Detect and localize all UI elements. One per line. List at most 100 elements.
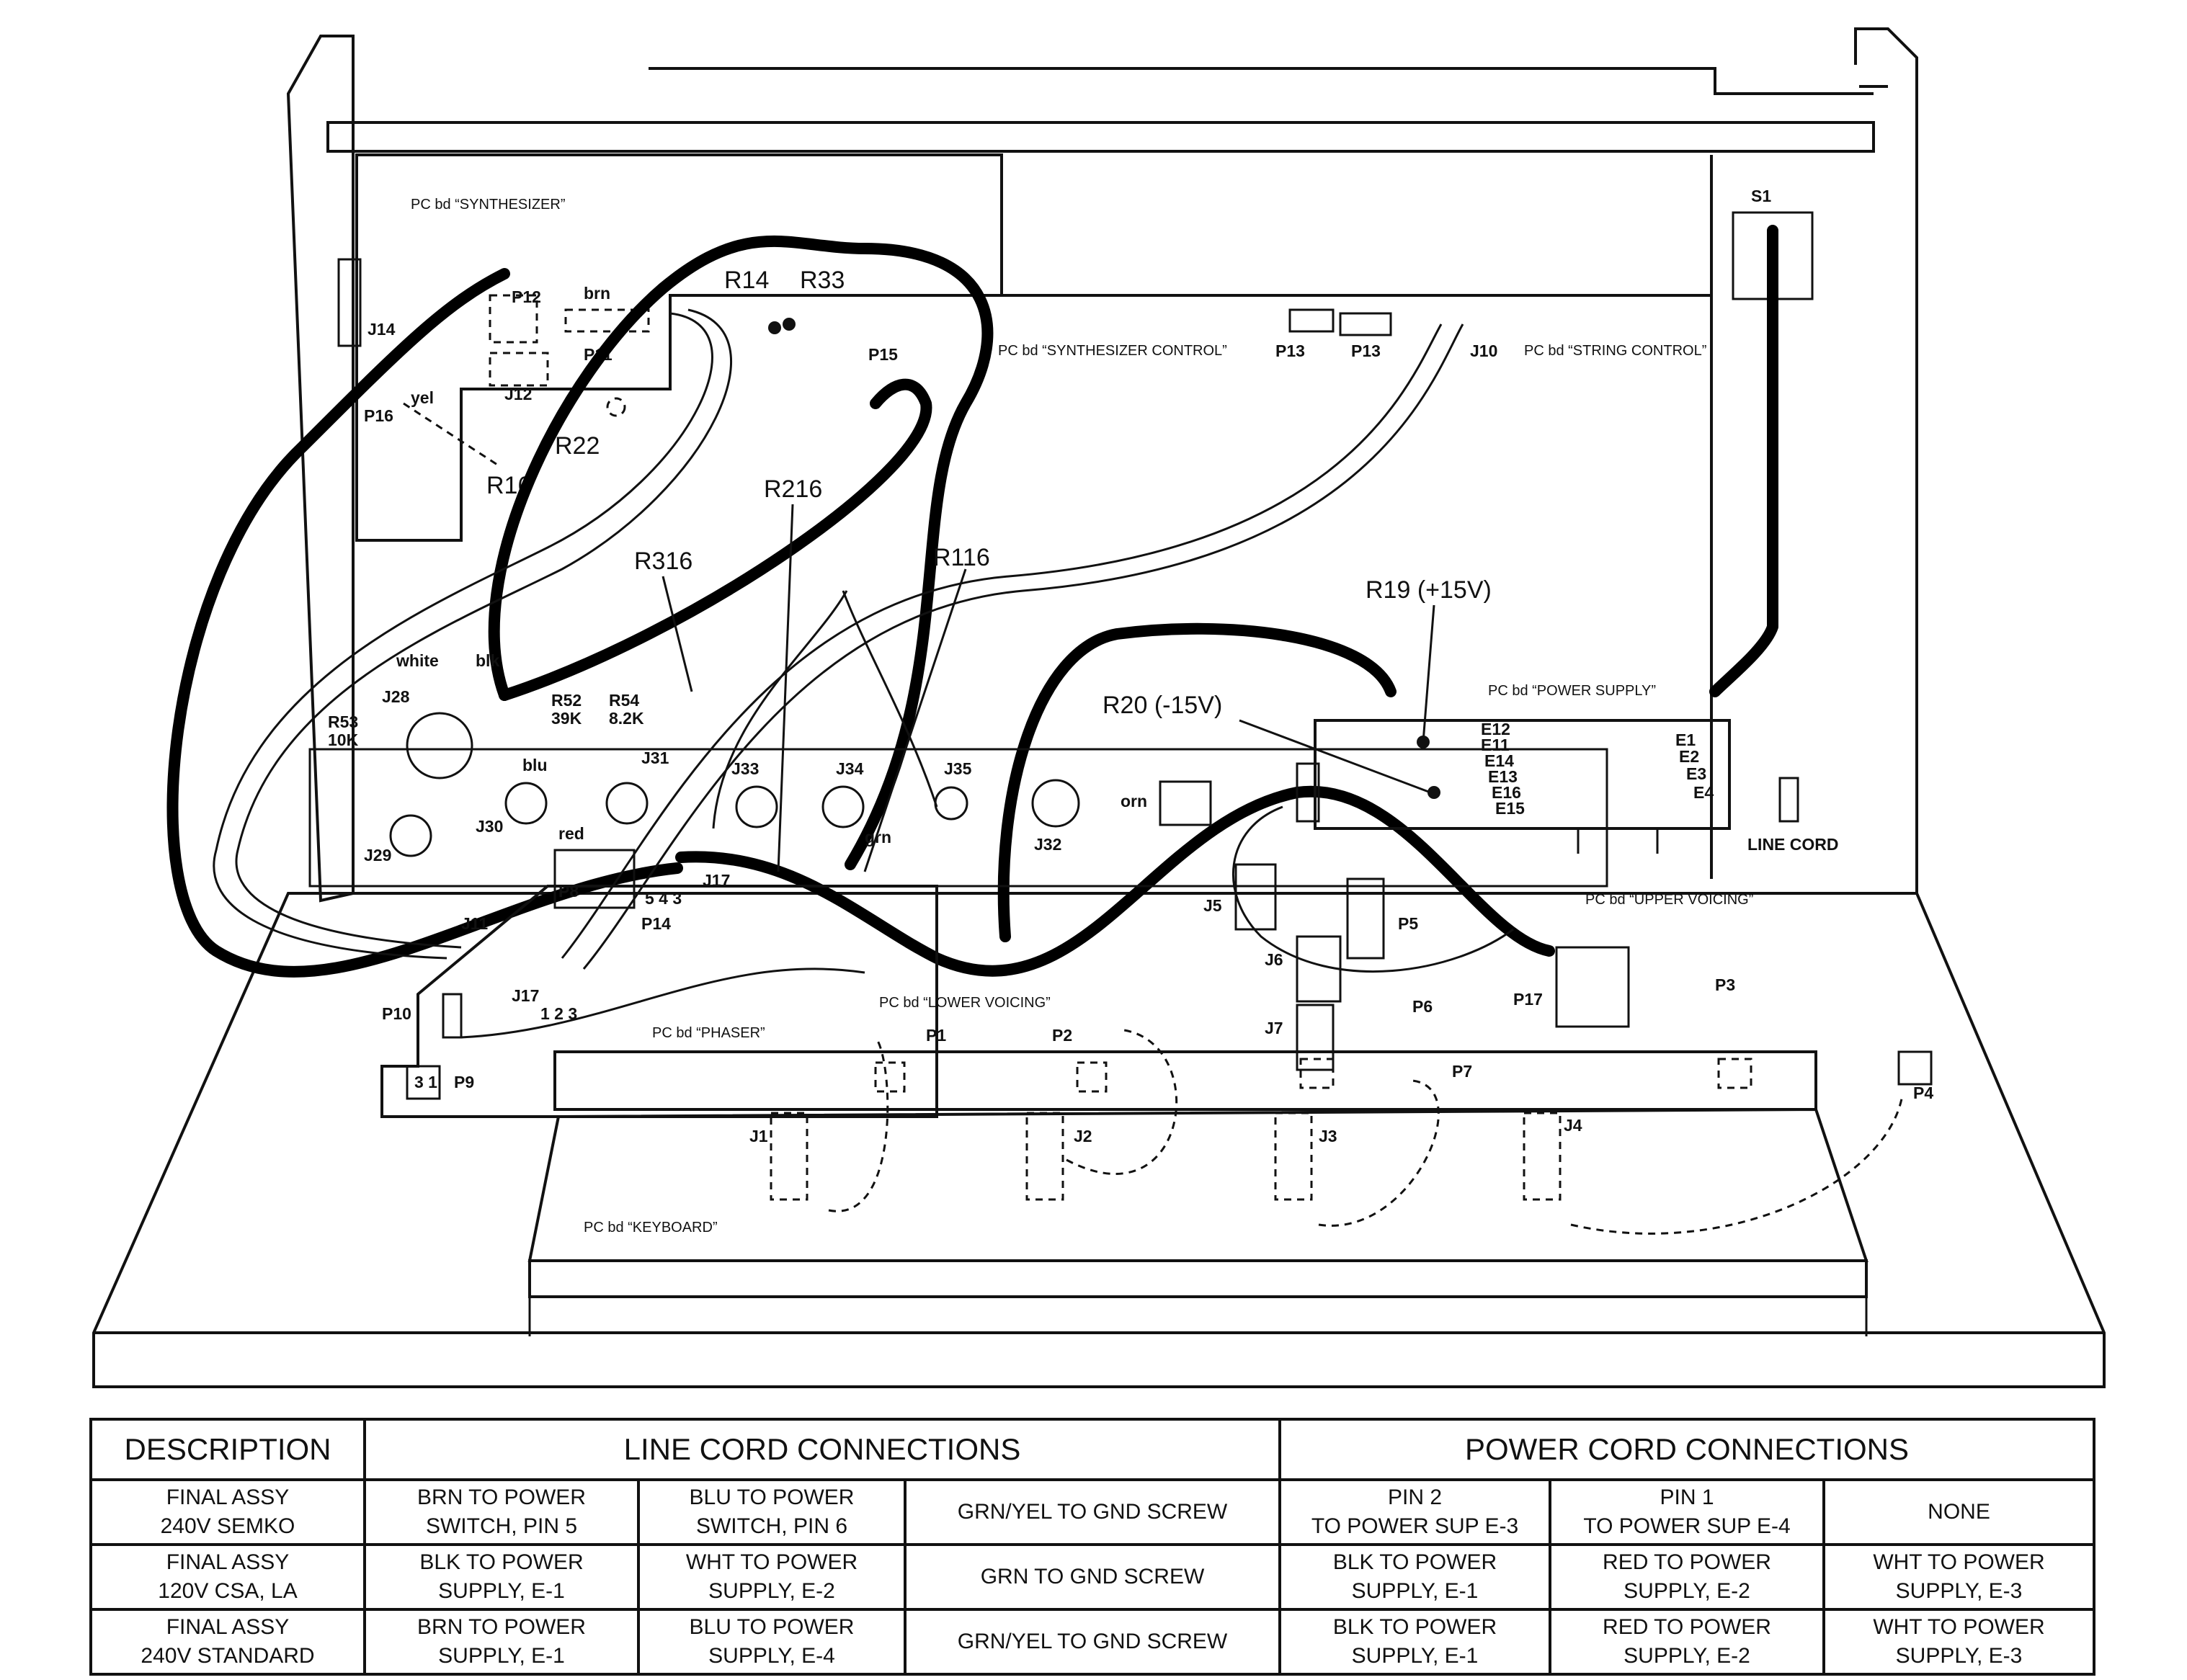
e16-label: E16 (1492, 783, 1521, 802)
j33-label: J33 (731, 759, 759, 778)
j5-label: J5 (1203, 896, 1222, 915)
table-cell: BLK TO POWER SUPPLY, E-1 (363, 1543, 640, 1611)
wire-color-labels: brn blk white red yel blu orn grn (396, 284, 1147, 846)
r33-callout: R33 (800, 267, 845, 294)
wire-grn: grn (865, 828, 891, 846)
j6-label: J6 (1265, 950, 1283, 969)
r14-callout: R14 (724, 267, 769, 294)
string-control-label: PC bd “STRING CONTROL” (1524, 343, 1706, 359)
e1-label: E1 (1675, 730, 1696, 749)
pins543-label: 5 4 3 (645, 889, 682, 908)
j1-label: J1 (749, 1127, 768, 1145)
keyboard-label: PC bd “KEYBOARD” (584, 1220, 718, 1236)
table-cell: BRN TO POWER SUPPLY, E-1 (363, 1608, 640, 1676)
wire-yel: yel (411, 388, 434, 407)
table-cell: RED TO POWER SUPPLY, E-2 (1549, 1608, 1825, 1676)
table-cell: BLU TO POWER SWITCH, PIN 6 (637, 1478, 907, 1546)
p2-label: P2 (1052, 1026, 1072, 1045)
p8-label: P8 (558, 882, 579, 901)
wire-brn: brn (584, 284, 610, 303)
p9-pins: 3 1 (414, 1073, 437, 1091)
r216-callout: R216 (764, 475, 822, 503)
wire-blk: blk (476, 651, 499, 670)
power-supply-board: PC bd “POWER SUPPLY” R19 (+15V) R20 (-15… (1103, 576, 1839, 854)
synthesizer-board-label: PC bd “SYNTHESIZER” (411, 197, 565, 213)
lower-voicing-keyboard: PC bd “LOWER VOICING” PC bd “KEYBOARD” P… (527, 995, 1904, 1336)
line-cord-label: LINE CORD (1747, 835, 1839, 854)
p16-label: P16 (364, 406, 393, 425)
wire-white: white (396, 651, 439, 670)
r116-callout: R116 (933, 544, 990, 571)
wire-harnesses (166, 225, 1778, 1039)
r54-value: 8.2K (609, 709, 644, 728)
j10-label: J10 (1470, 341, 1497, 360)
table-row: FINAL ASSY 120V CSA, LA BLK TO POWER SUP… (89, 1543, 2095, 1611)
e4-label: E4 (1693, 783, 1714, 802)
r53-value: 10K (328, 730, 359, 749)
p17-label: P17 (1513, 990, 1543, 1009)
r52-value: 39K (551, 709, 582, 728)
table-cell: PIN 1 TO POWER SUP E-4 (1549, 1478, 1825, 1546)
table-cell: GRN/YEL TO GND SCREW (904, 1478, 1281, 1546)
r54-label: R54 (609, 691, 639, 710)
table-cell: FINAL ASSY 240V STANDARD (89, 1608, 366, 1676)
p10-label: P10 (382, 1004, 411, 1023)
power-supply-label: PC bd “POWER SUPPLY” (1488, 683, 1656, 699)
connections-table: DESCRIPTION LINE CORD CONNECTIONS POWER … (89, 1418, 2095, 1676)
table-cell: BLK TO POWER SUPPLY, E-1 (1278, 1608, 1551, 1676)
wire-orn: orn (1121, 792, 1147, 810)
control-pots: R316 R216 R116 J28 R53 10K R52 39K R54 8… (308, 475, 1608, 888)
table-row: FINAL ASSY 240V SEMKO BRN TO POWER SWITC… (89, 1478, 2095, 1546)
r20-callout: R20 (-15V) (1103, 692, 1222, 719)
wire-red: red (558, 824, 584, 843)
j31-label: J31 (641, 749, 669, 767)
synth-control-label: PC bd “SYNTHESIZER CONTROL” (998, 343, 1227, 359)
table-cell: WHT TO POWER SUPPLY, E-3 (1822, 1608, 2095, 1676)
upper-voicing-label: PC bd “UPPER VOICING” (1585, 892, 1753, 908)
p6-label: P6 (1412, 997, 1433, 1016)
phaser-board: PC bd “PHASER” J11 P8 J17 P14 5 4 3 P10 … (380, 849, 938, 1118)
table-cell: BLU TO POWER SUPPLY, E-4 (637, 1608, 907, 1676)
e11-label: E11 (1481, 736, 1510, 754)
wiring-diagram: PC bd “SYNTHESIZER” P12 J14 P11 J12 P16 … (92, 27, 2106, 1388)
e12-label: E12 (1481, 720, 1510, 738)
control-boards: PC bd “SYNTHESIZER CONTROL” PC bd “STRIN… (724, 187, 1814, 364)
table-cell: FINAL ASSY 240V SEMKO (89, 1478, 366, 1546)
j30-label: J30 (476, 817, 503, 836)
r316-callout: R316 (634, 548, 692, 575)
phaser-board-label: PC bd “PHASER” (652, 1025, 765, 1041)
p3-label: P3 (1715, 975, 1735, 994)
p13b-label: P13 (1351, 341, 1381, 360)
p1-label: P1 (926, 1026, 946, 1045)
pins123-label: 1 2 3 (540, 1004, 577, 1023)
p4-label: P4 (1913, 1083, 1933, 1102)
r52-label: R52 (551, 691, 582, 710)
wire-blu: blu (522, 756, 548, 774)
j35-label: J35 (944, 759, 972, 778)
j3-label: J3 (1319, 1127, 1337, 1145)
table-cell: NONE (1822, 1478, 2095, 1546)
e2-label: E2 (1679, 747, 1699, 766)
j11-label: J11 (461, 914, 488, 933)
r22-callout: R22 (555, 432, 600, 460)
p9-label: P9 (454, 1073, 474, 1091)
j28-label: J28 (382, 687, 410, 706)
table-row: FINAL ASSY 240V STANDARD BRN TO POWER SU… (89, 1608, 2095, 1676)
e13-label: E13 (1488, 767, 1518, 786)
line-cord-header: LINE CORD CONNECTIONS (363, 1418, 1281, 1481)
r19-callout: R19 (+15V) (1366, 576, 1492, 604)
table-cell: GRN TO GND SCREW (904, 1543, 1281, 1611)
p13a-label: P13 (1275, 341, 1305, 360)
lower-voicing-label: PC bd “LOWER VOICING” (879, 995, 1051, 1011)
j17b-label: J17 (512, 986, 539, 1005)
p14-label: P14 (641, 914, 671, 933)
j17a-label: J17 (703, 871, 730, 890)
table-cell: PIN 2 TO POWER SUP E-3 (1278, 1478, 1551, 1546)
table-cell: FINAL ASSY 120V CSA, LA (89, 1543, 366, 1611)
table-cell: BRN TO POWER SWITCH, PIN 5 (363, 1478, 640, 1546)
table-cell: WHT TO POWER SUPPLY, E-3 (1822, 1543, 2095, 1611)
table-cell: WHT TO POWER SUPPLY, E-2 (637, 1543, 907, 1611)
e3-label: E3 (1686, 764, 1706, 783)
table-cell: GRN/YEL TO GND SCREW (904, 1608, 1281, 1676)
p12-label: P12 (512, 287, 541, 306)
